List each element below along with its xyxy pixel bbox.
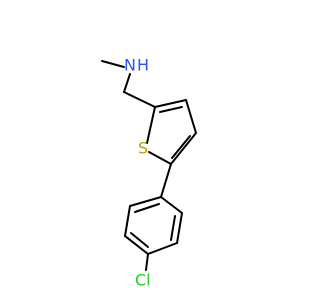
atom-nitrogen: N xyxy=(124,56,136,75)
bond-phenyl-double-4-5 xyxy=(130,232,149,248)
bond-phenyl-2-3 xyxy=(176,212,183,244)
bond-thiophene-c3-c4 xyxy=(185,99,197,134)
bond-phenyl-6-1 xyxy=(129,196,162,207)
bond-phenyl-double-2-3 xyxy=(170,215,176,241)
bond-phenyl-cl xyxy=(145,253,149,271)
bond-phenyl-5-6 xyxy=(124,205,131,237)
atom-chlorine: Cl xyxy=(135,271,151,290)
molecule-diagram: N H S Cl xyxy=(101,56,197,290)
bond-methyl-n xyxy=(101,60,125,68)
bond-thiophene-phenyl xyxy=(160,163,172,198)
bond-phenyl-3-4 xyxy=(147,242,178,255)
bond-thiophene-c2-c3 xyxy=(154,99,187,108)
bond-ch2-thiophene xyxy=(123,91,156,108)
bond-thiophene-c5-s xyxy=(148,151,172,165)
bond-phenyl-1-2 xyxy=(160,196,183,214)
atom-sulfur: S xyxy=(138,139,148,158)
bond-phenyl-4-5 xyxy=(124,235,149,255)
atom-hydrogen: H xyxy=(137,56,149,75)
bond-thiophene-double-c2-c3 xyxy=(159,106,183,113)
bond-thiophene-double-c4-c5 xyxy=(171,135,191,159)
bond-phenyl-double-6-1 xyxy=(134,203,160,213)
bond-n-ch2 xyxy=(123,73,131,93)
bond-thiophene-s-c2 xyxy=(146,106,156,144)
bond-thiophene-c4-c5 xyxy=(170,132,197,165)
